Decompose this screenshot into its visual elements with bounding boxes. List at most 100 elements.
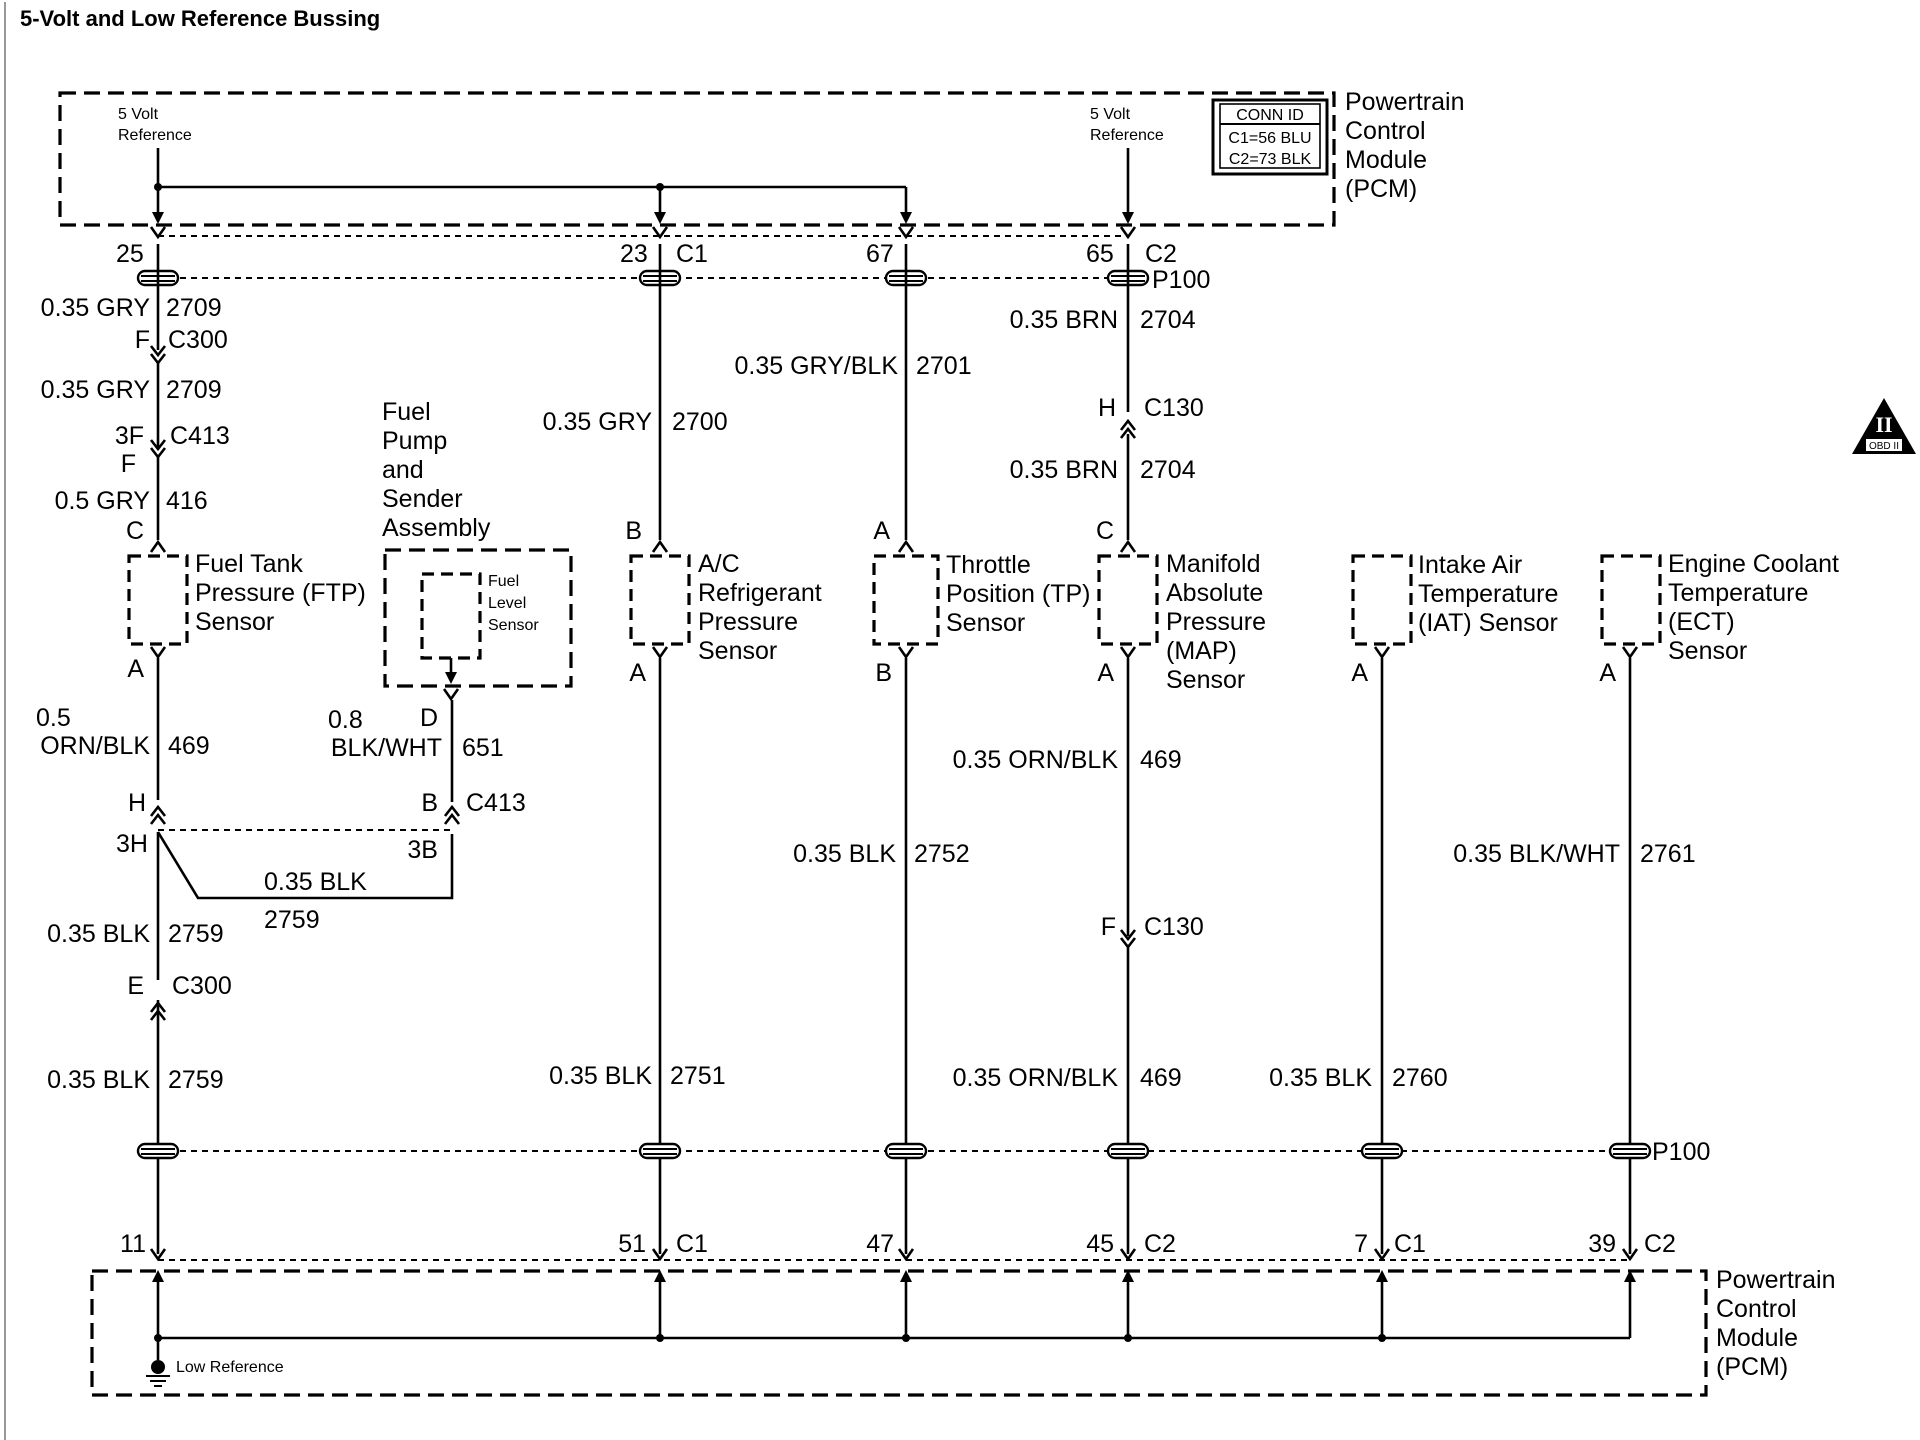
bottom-splice-p100: P100 xyxy=(136,1138,1710,1166)
ftp-w3-gauge: 0.5 GRY xyxy=(55,487,151,515)
ftp-w5-gauge: 0.35 BLK xyxy=(47,920,150,948)
pcm-top-name-4: (PCM) xyxy=(1345,175,1417,203)
top-pin-23: 23 xyxy=(620,240,648,268)
map-w1-circuit: 2704 xyxy=(1140,306,1196,334)
map-c130-bot-pin: F xyxy=(1101,913,1116,941)
tp-sensor-name-3: Sensor xyxy=(946,609,1025,637)
pcm-bottom-name-1: Powertrain xyxy=(1716,1266,1836,1294)
ftp-w4-circuit: 469 xyxy=(168,732,210,760)
top-pin-65: 65 xyxy=(1086,240,1114,268)
bottom-pin-51: 51 xyxy=(618,1230,646,1258)
bottom-conn-39: C2 xyxy=(1644,1230,1676,1258)
tp-w2-gauge: 0.35 BLK xyxy=(793,840,896,868)
iat-w1-gauge: 0.35 BLK xyxy=(1269,1064,1372,1092)
ftp-c300-top-conn: C300 xyxy=(168,326,228,354)
fuel-pump-name-3: and xyxy=(382,456,424,484)
ftp-c300-top-pin: F xyxy=(135,326,150,354)
conn-id-box: CONN ID C1=56 BLU C2=73 BLK xyxy=(1211,98,1329,176)
ftp-c300-bot-pin: E xyxy=(127,972,144,1000)
tp-w1-gauge: 0.35 GRY/BLK xyxy=(734,352,898,380)
top-pin-67: 67 xyxy=(866,240,894,268)
ftp-w1-circuit: 2709 xyxy=(166,294,222,322)
diagram-title: 5-Volt and Low Reference Bussing xyxy=(20,6,380,31)
fuel-pump-c413-conn: C413 xyxy=(466,789,526,817)
top-conn-c2: C2 xyxy=(1145,240,1177,268)
ftp-w1-gauge: 0.35 GRY xyxy=(41,294,151,322)
ect-pin-bot: A xyxy=(1599,659,1616,687)
jumper-circuit: 2759 xyxy=(264,906,320,934)
ftp-w4-gauge-a: 0.5 xyxy=(36,704,71,732)
ac-w2-gauge: 0.35 BLK xyxy=(549,1062,652,1090)
conn-id-c1: C1=56 BLU xyxy=(1228,130,1311,147)
pcm-bottom-name-3: Module xyxy=(1716,1324,1798,1352)
bottom-connector-pins: 11 51 C1 47 45 C2 7 C1 39 C2 xyxy=(120,1230,1676,1261)
tp-pin-bot: B xyxy=(875,659,892,687)
bottom-conn-51: C1 xyxy=(676,1230,708,1258)
fuel-pump-assembly: Fuel Pump and Sender Assembly Fuel Level… xyxy=(328,398,573,864)
pcm-top-name-1: Powertrain xyxy=(1345,88,1465,116)
map-w2-gauge: 0.35 BRN xyxy=(1010,456,1118,484)
top-splice-p100: P100 xyxy=(136,266,1210,294)
map-w3-circuit: 469 xyxy=(1140,746,1182,774)
ftp-c413-top-pin-b: F xyxy=(121,450,136,478)
obd-badge-text: OBD II xyxy=(1869,441,1899,452)
ftp-branch: 0.35 GRY 2709 F C300 0.35 GRY 2709 3F C4… xyxy=(36,244,454,1254)
fuel-level-label-3: Sensor xyxy=(488,617,539,634)
fuel-pump-c413-pin-a: B xyxy=(421,789,438,817)
ref-right-label-1: 5 Volt xyxy=(1090,106,1131,123)
ftp-c413-top-pin-a: 3F xyxy=(115,422,144,450)
map-c130-bot-conn: C130 xyxy=(1144,913,1204,941)
fuel-pump-name-5: Assembly xyxy=(382,514,491,542)
ref-right-label-2: Reference xyxy=(1090,127,1164,144)
ect-sensor-name-2: Temperature xyxy=(1668,579,1808,607)
top-connector-pins: 25 23 C1 67 65 C2 xyxy=(116,225,1177,268)
bottom-pin-47: 47 xyxy=(866,1230,894,1258)
ftp-sensor-pin-top: C xyxy=(126,517,144,545)
obd-numeral: II xyxy=(1875,412,1892,437)
fuel-pump-name-4: Sender xyxy=(382,485,463,513)
fuel-pump-circuit: 651 xyxy=(462,734,504,762)
map-w2-circuit: 2704 xyxy=(1140,456,1196,484)
map-pin-bot: A xyxy=(1097,659,1114,687)
obd-ii-icon: II OBD II xyxy=(1852,398,1916,454)
ftp-w6-gauge: 0.35 BLK xyxy=(47,1066,150,1094)
bottom-pin-11: 11 xyxy=(120,1230,146,1258)
tp-w1-circuit: 2701 xyxy=(916,352,972,380)
ground-icon xyxy=(146,1360,170,1387)
map-sensor-name-2: Absolute xyxy=(1166,579,1263,607)
ftp-w5-circuit: 2759 xyxy=(168,920,224,948)
top-conn-c1: C1 xyxy=(676,240,708,268)
bottom-conn-45: C2 xyxy=(1144,1230,1176,1258)
ac-sensor-name-2: Refrigerant xyxy=(698,579,822,607)
map-sensor-name-4: (MAP) xyxy=(1166,637,1237,665)
ac-pressure-branch: 0.35 GRY 2700 B A/C Refrigerant Pressure… xyxy=(543,244,822,1254)
tp-pin-top: A xyxy=(873,517,890,545)
ect-sensor-name-3: (ECT) xyxy=(1668,608,1735,636)
pcm-top-module: Powertrain Control Module (PCM) 5 Volt R… xyxy=(58,88,1465,227)
pcm-bottom-name-2: Control xyxy=(1716,1295,1797,1323)
bottom-splice-label: P100 xyxy=(1652,1138,1710,1166)
map-w3-gauge: 0.35 ORN/BLK xyxy=(953,746,1119,774)
fuel-level-label-1: Fuel xyxy=(488,573,519,590)
ftp-w4-gauge-b: ORN/BLK xyxy=(40,732,150,760)
iat-sensor-name-3: (IAT) Sensor xyxy=(1418,609,1558,637)
iat-sensor-branch: Intake Air Temperature (IAT) Sensor A 0.… xyxy=(1269,551,1558,1254)
ftp-w2-circuit: 2709 xyxy=(166,376,222,404)
ect-sensor-name-4: Sensor xyxy=(1668,637,1747,665)
iat-w1-circuit: 2760 xyxy=(1392,1064,1448,1092)
tp-sensor-branch: 0.35 GRY/BLK 2701 A Throttle Position (T… xyxy=(734,244,1090,1254)
ftp-c413-top-conn: C413 xyxy=(170,422,230,450)
iat-pin-bot: A xyxy=(1351,659,1368,687)
map-w4-gauge: 0.35 ORN/BLK xyxy=(953,1064,1119,1092)
map-sensor-branch: 0.35 BRN 2704 H C130 0.35 BRN 2704 C Man… xyxy=(953,244,1266,1254)
bottom-pin-7: 7 xyxy=(1354,1230,1368,1258)
ect-w1-circuit: 2761 xyxy=(1640,840,1696,868)
ac-w2-circuit: 2751 xyxy=(670,1062,726,1090)
map-sensor-box xyxy=(1097,554,1159,646)
fuel-pump-name-1: Fuel xyxy=(382,398,431,426)
fuel-pump-gauge-a: 0.8 xyxy=(328,706,363,734)
map-sensor-name-5: Sensor xyxy=(1166,666,1245,694)
ac-sensor-name-3: Pressure xyxy=(698,608,798,636)
